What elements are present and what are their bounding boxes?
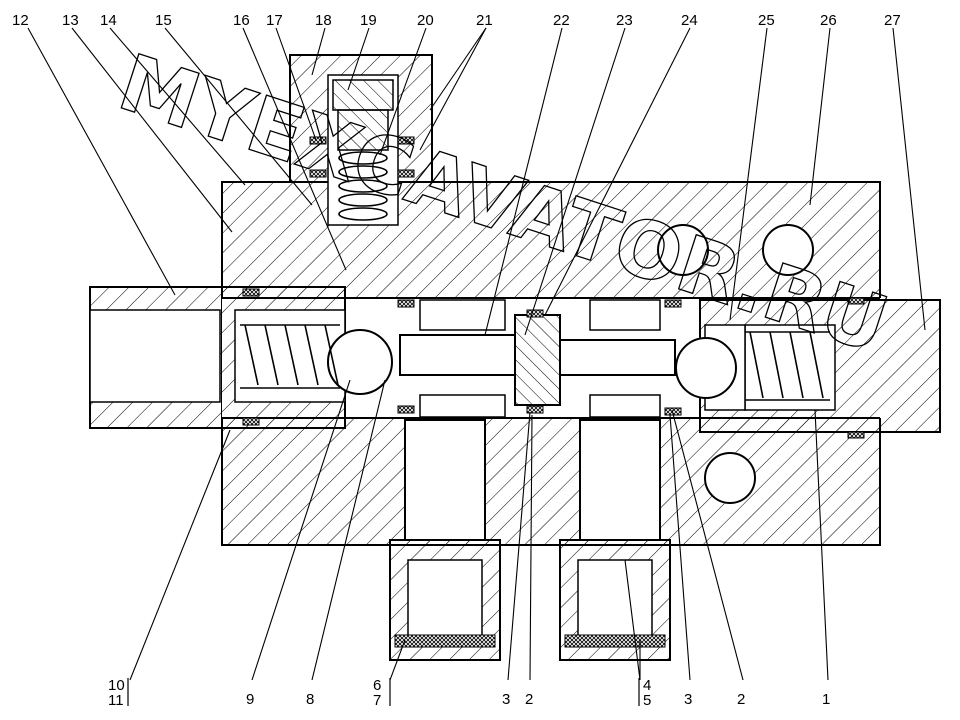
callout-22: 22 xyxy=(553,12,570,29)
seals xyxy=(242,136,865,439)
body-ports xyxy=(657,224,814,504)
spring-right xyxy=(745,331,830,401)
callout-24: 24 xyxy=(681,12,698,29)
callout-8: 8 xyxy=(306,691,314,708)
callout-5: 5 xyxy=(643,692,651,709)
callout-26: 26 xyxy=(820,12,837,29)
callout-3b: 3 xyxy=(684,691,692,708)
spring-left xyxy=(240,324,340,389)
callout-20: 20 xyxy=(417,12,434,29)
callout-16: 16 xyxy=(233,12,250,29)
callouts-top: 12 13 14 15 16 17 18 19 20 21 22 23 24 2… xyxy=(12,12,901,29)
callout-15: 15 xyxy=(155,12,172,29)
callout-1: 1 xyxy=(822,691,830,708)
callout-19: 19 xyxy=(360,12,377,29)
callout-27: 27 xyxy=(884,12,901,29)
callout-2b: 2 xyxy=(737,691,745,708)
callout-25: 25 xyxy=(758,12,775,29)
callout-7: 7 xyxy=(373,692,381,709)
callout-13: 13 xyxy=(62,12,79,29)
callout-11: 11 xyxy=(108,692,124,709)
callout-6: 6 xyxy=(373,677,381,694)
callout-17: 17 xyxy=(266,12,283,29)
bottom-fitting-left xyxy=(389,419,501,661)
check-balls xyxy=(327,329,737,399)
callouts-bottom: 10 11 9 8 6 7 3 2 4 5 3 2 1 xyxy=(108,677,830,709)
bottom-ticks xyxy=(127,678,640,706)
callout-21: 21 xyxy=(476,12,493,29)
callout-23: 23 xyxy=(616,12,633,29)
callout-14: 14 xyxy=(100,12,117,29)
bottom-fitting-right xyxy=(559,419,671,661)
callout-12: 12 xyxy=(12,12,29,29)
central-spool xyxy=(399,299,676,418)
callout-3a: 3 xyxy=(502,691,510,708)
spring-top xyxy=(338,151,388,221)
callout-18: 18 xyxy=(315,12,332,29)
callout-9: 9 xyxy=(246,691,254,708)
leader-lines xyxy=(27,27,926,681)
callout-10: 10 xyxy=(108,677,125,694)
callout-2a: 2 xyxy=(525,691,533,708)
left-fitting xyxy=(89,286,346,429)
callout-4: 4 xyxy=(643,677,651,694)
